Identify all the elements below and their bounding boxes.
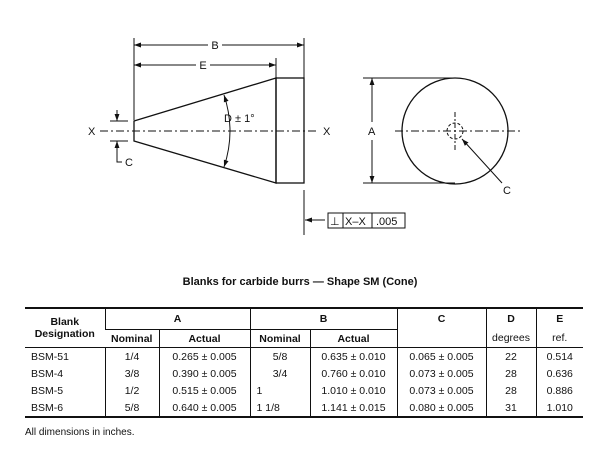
header-b-nominal: Nominal xyxy=(249,329,310,348)
cell-b-actual: 1.010 ± 0.010 xyxy=(309,382,397,399)
cone-blank-drawing: B E D ± 1° X X C A C ⊥ X–X .005 xyxy=(88,38,520,235)
cell-a-actual: 0.390 ± 0.005 xyxy=(158,365,250,382)
c-leader xyxy=(461,138,503,184)
header-e: E xyxy=(535,308,583,330)
label-x-left: X xyxy=(88,126,96,138)
cell-e: 0.636 xyxy=(535,365,583,382)
header-b: B xyxy=(249,308,397,330)
cell-designation: BSM-51 xyxy=(31,350,69,363)
blanks-table: Blank Designation A B C D E Nominal Actu… xyxy=(25,307,583,418)
cell-b-actual: 0.635 ± 0.010 xyxy=(309,347,397,365)
cell-a-nominal: 3/8 xyxy=(104,365,159,382)
cell-e: 1.010 xyxy=(535,399,583,417)
label-e: E xyxy=(199,60,206,72)
cell-designation: BSM-5 xyxy=(31,384,64,397)
header-a-actual: Actual xyxy=(158,329,250,348)
tolerance-value: .005 xyxy=(376,216,397,228)
angle-d-arc xyxy=(223,94,231,168)
cell-a-nominal: 5/8 xyxy=(104,399,159,417)
cell-b-actual: 1.141 ± 0.015 xyxy=(309,399,397,417)
header-a-nominal: Nominal xyxy=(105,329,159,348)
cell-c: 0.073 ± 0.005 xyxy=(396,382,486,399)
header-a: A xyxy=(104,308,250,330)
label-b: B xyxy=(211,40,218,52)
cell-d: 28 xyxy=(485,365,536,382)
header-d-degrees: degrees xyxy=(485,329,536,348)
cell-e: 0.886 xyxy=(535,382,583,399)
header-b-actual: Actual xyxy=(309,329,397,348)
header-c: C xyxy=(396,308,486,330)
footnote: All dimensions in inches. xyxy=(25,427,135,438)
cell-a-nominal: 1/2 xyxy=(104,382,159,399)
perpendicularity-symbol: ⊥ xyxy=(330,216,340,228)
cell-a-nominal: 1/4 xyxy=(104,347,159,365)
cell-a-actual: 0.640 ± 0.005 xyxy=(158,399,250,417)
header-d: D xyxy=(485,308,536,330)
cell-b-nominal: 5/8 xyxy=(249,347,310,365)
cell-d: 31 xyxy=(485,399,536,417)
header-blank: Blank Designation xyxy=(34,316,95,340)
cell-b-actual: 0.760 ± 0.010 xyxy=(309,365,397,382)
label-c: C xyxy=(125,157,133,169)
label-a: A xyxy=(368,126,376,138)
cell-c: 0.080 ± 0.005 xyxy=(396,399,486,417)
cell-a-actual: 0.515 ± 0.005 xyxy=(158,382,250,399)
cell-d: 28 xyxy=(485,382,536,399)
cell-b-nominal: 3/4 xyxy=(249,365,310,382)
label-c-end: C xyxy=(503,185,511,197)
label-d: D ± 1° xyxy=(224,113,255,125)
tolerance-datum: X–X xyxy=(345,216,366,228)
cell-b-nominal: 1 xyxy=(249,382,310,399)
label-x-right: X xyxy=(323,126,331,138)
tolerance-frame xyxy=(327,212,406,229)
cell-d: 22 xyxy=(485,347,536,365)
cell-c: 0.065 ± 0.005 xyxy=(396,347,486,365)
cell-designation: BSM-4 xyxy=(31,367,64,380)
cell-designation: BSM-6 xyxy=(31,401,64,414)
cell-e: 0.514 xyxy=(535,347,583,365)
cell-b-nominal: 1 1/8 xyxy=(249,399,310,417)
cell-a-actual: 0.265 ± 0.005 xyxy=(158,347,250,365)
table-title: Blanks for carbide burrs — Shape SM (Con… xyxy=(182,276,418,288)
cell-c: 0.073 ± 0.005 xyxy=(396,365,486,382)
header-e-ref: ref. xyxy=(535,329,583,348)
